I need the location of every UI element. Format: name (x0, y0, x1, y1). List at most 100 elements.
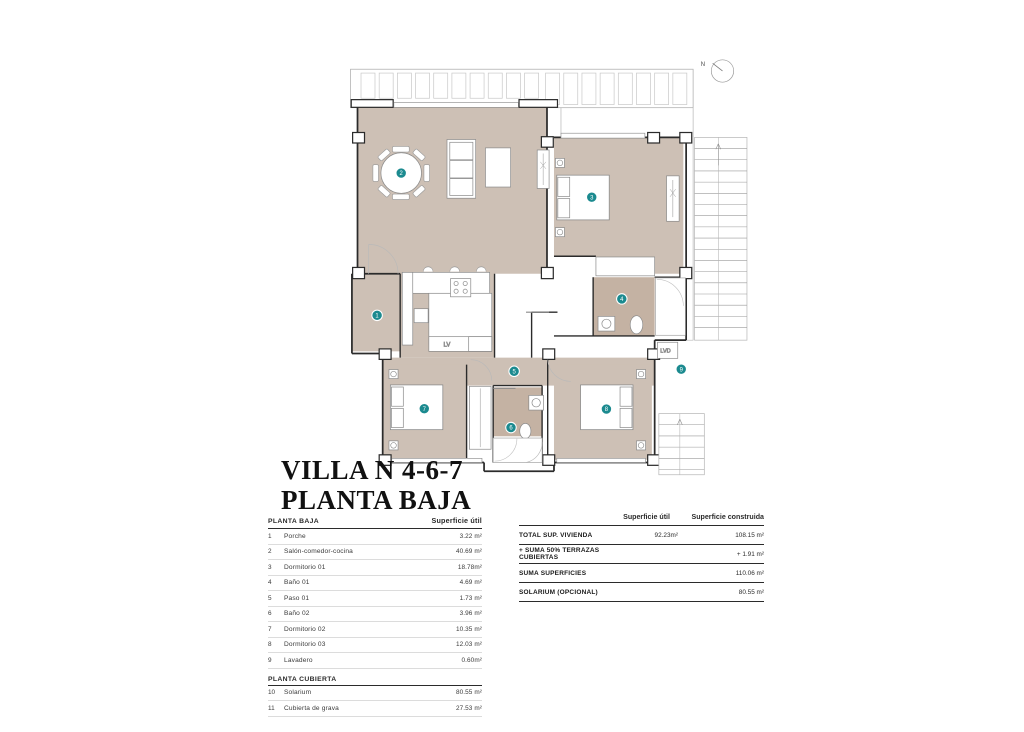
row-label: Dormitorio 02 (284, 625, 326, 633)
row-value: 10.35 m² (455, 625, 482, 633)
roof-schedule-title: PLANTA CUBIERTA (268, 675, 337, 683)
totals-row-label: TOTAL SUP. VIVIENDA (519, 531, 593, 539)
table-row: 11 Cubierta de grava 27.53 m² (268, 701, 482, 717)
room-marker-number: 7 (423, 407, 426, 413)
row-value: 4.69 m² (459, 579, 482, 587)
room-marker-number: 9 (680, 367, 684, 373)
room-marker-number: 5 (512, 369, 516, 375)
schedule-header-metric: Superficie útil (431, 516, 482, 525)
totals-header-util: Superficie útil (623, 513, 670, 521)
room-marker-6: 6 (505, 421, 517, 434)
totals-row-label: SUMA SUPERFICIES (519, 569, 587, 577)
schedule-header-title: PLANTA BAJA (268, 518, 320, 525)
room-markers: 1 2 3 4 5 6 7 8 9 (371, 167, 688, 434)
totals-row-label: + SUMA 50% TERRAZAS CUBIERTAS (519, 547, 600, 561)
table-row: 1 Porche 3.22 m² (268, 529, 482, 545)
stairs-upper (694, 137, 748, 341)
dishwasher-label: LV (444, 342, 451, 348)
row-label: Porche (284, 532, 306, 540)
cooktop (450, 278, 472, 298)
compass-rose: N (701, 59, 735, 83)
room-marker-number: 8 (605, 407, 609, 413)
roof-schedule-header: PLANTA CUBIERTA (268, 669, 482, 686)
totals-row-util: 92.23m² (654, 531, 678, 539)
row-number: 3 (268, 563, 272, 571)
row-label: Baño 01 (284, 579, 310, 587)
bedroom-01-furniture (536, 149, 680, 277)
bathroom-01-fixtures (597, 277, 686, 336)
totals-row: + SUMA 50% TERRAZAS CUBIERTAS + 1.91 m² (519, 544, 764, 563)
row-number: 6 (268, 610, 272, 618)
compass-north-label: N (701, 62, 705, 68)
table-row: 7 Dormitorio 02 10.35 m² (268, 622, 482, 638)
wardrobe-02 (469, 385, 492, 450)
row-number: 10 (268, 689, 276, 697)
surface-schedule-table: PLANTA BAJA Superficie útil 1 Porche 3.22 … (268, 516, 482, 717)
washer-label: LVD (660, 349, 670, 355)
row-number: 11 (268, 704, 275, 712)
totals-row-construida: 110.06 m² (735, 569, 764, 577)
row-number: 4 (268, 579, 272, 587)
row-number: 2 (268, 548, 272, 556)
room-marker-7: 7 (418, 402, 431, 415)
title-floor: PLANTA BAJA (281, 485, 472, 516)
row-number: 5 (268, 594, 272, 602)
table-row: 8 Dormitorio 03 12.03 m² (268, 638, 482, 653)
row-value: 27.53 m² (455, 704, 482, 712)
room-marker-number: 6 (509, 426, 513, 432)
room-marker-4: 4 (616, 293, 628, 305)
room-marker-3: 3 (585, 191, 598, 203)
windows (391, 102, 646, 463)
row-value: 18.78m² (457, 563, 482, 571)
stairs-lower (658, 413, 705, 476)
door-swings (368, 244, 571, 463)
totals-row-construida: 80.55 m² (738, 588, 764, 596)
row-value: 0.60m² (461, 656, 482, 664)
table-row: 4 Baño 01 4.69 m² (268, 576, 482, 591)
room-marker-number: 3 (590, 195, 594, 201)
schedule-header: PLANTA BAJA Superficie útil (268, 516, 482, 529)
bathroom-02-fixtures (492, 395, 544, 463)
row-value: 80.55 m² (455, 689, 482, 697)
row-label: Cubierta de grava (284, 704, 339, 712)
bar-stools (422, 266, 487, 272)
room-marker-2: 2 (395, 167, 407, 179)
row-number: 7 (268, 625, 272, 633)
closet-left (536, 149, 550, 189)
table-row: 10 Solarium 80.55 m² (268, 686, 482, 701)
room-marker-number: 1 (375, 313, 379, 319)
totals-row-construida: + 1.91 m² (736, 550, 764, 558)
room-marker-number: 4 (620, 297, 624, 303)
room-marker-9: 9 (675, 363, 688, 375)
row-number: 8 (268, 641, 272, 649)
page-title: VILLA N 4-6-7 PLANTA BAJA (281, 455, 471, 515)
row-label: Dormitorio 03 (284, 641, 326, 649)
wardrobe (666, 175, 680, 222)
kitchen: LV (401, 266, 493, 352)
totals-header: Superficie útil Superficie construida (519, 513, 764, 525)
laundry-lvd: LVD (657, 341, 679, 359)
bedroom-02-furniture (388, 369, 492, 451)
roof-schedule-rows: 10 Solarium 80.55 m² 11 Cubierta de grava 27.… (268, 686, 482, 717)
row-value: 12.03 m² (455, 641, 482, 649)
room-marker-8: 8 (600, 403, 613, 415)
totals-row: SOLARIUM (OPCIONAL)80.55 m² (519, 582, 764, 602)
row-label: Salón-comedor-cocina (284, 548, 353, 556)
row-label: Solarium (284, 689, 312, 697)
title-villa: VILLA N 4-6-7 (281, 455, 464, 485)
totals-row: SUMA SUPERFICIES 110.06 m² (519, 563, 764, 582)
room-marker-5: 5 (508, 365, 520, 378)
row-number: 1 (268, 532, 272, 540)
totals-table: Superficie útil Superficie construida TO… (519, 513, 764, 602)
row-number: 9 (268, 656, 272, 664)
row-value: 3.22 m² (459, 532, 482, 540)
coffee-table (485, 147, 511, 188)
